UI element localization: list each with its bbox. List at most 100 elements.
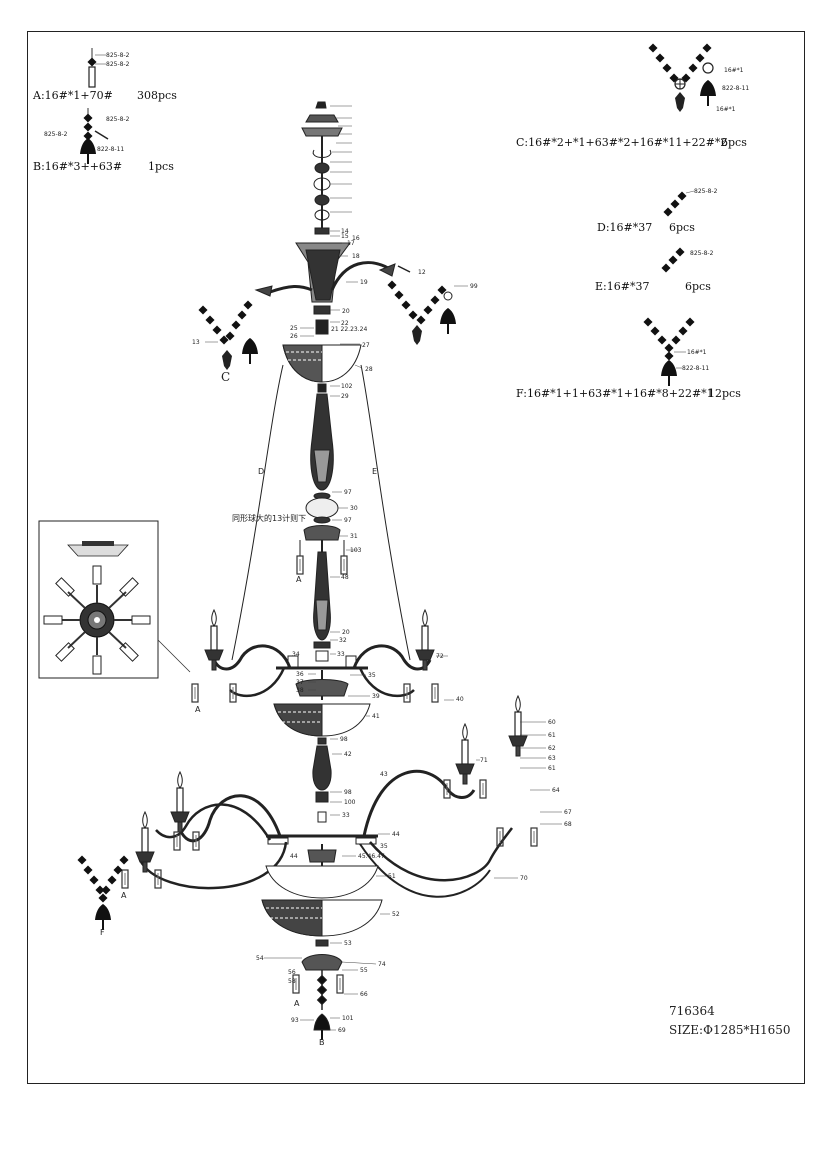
callout-74: 74: [378, 961, 386, 968]
callout-13: 13: [192, 339, 200, 346]
callout-36: 36: [296, 671, 304, 678]
callout-18: 18: [352, 253, 360, 260]
callout-52: 52: [392, 911, 400, 918]
callout-53: 53: [344, 940, 352, 947]
callout-69: 69: [338, 1027, 346, 1034]
callout-20b: 20: [342, 629, 350, 636]
callout-32: 32: [339, 637, 347, 644]
callout-101: 101: [342, 1015, 354, 1022]
part-f-qty: 12pcs: [708, 387, 741, 400]
part-f-tag-2: 822-8-11: [682, 365, 709, 372]
callout-61b: 61: [548, 765, 556, 772]
callout-102: 102: [341, 383, 353, 390]
part-f-spec: F:16#*1+1+63#*1+16#*8+22#*1: [516, 387, 714, 400]
detail-c: 16#*1 822-8-11 16#*1: [648, 43, 749, 113]
callout-35b: 35: [380, 843, 388, 850]
model-number: 716364: [669, 1004, 715, 1018]
callout-44b: 44: [290, 853, 298, 860]
part-b-tag-1: 825-8-2: [106, 116, 130, 123]
part-e-qty: 6pcs: [685, 280, 711, 293]
part-b-qty: 1pcs: [148, 160, 174, 173]
callout-28: 28: [365, 366, 373, 373]
callout-67: 67: [564, 809, 572, 816]
callout-34: 34: [292, 651, 300, 658]
part-f-tag-1: 16#*1: [687, 349, 707, 356]
callout-40: 40: [456, 696, 464, 703]
callout-33b: 33: [342, 812, 350, 819]
callout-63: 63: [548, 755, 556, 762]
part-c-spec: C:16#*2+*1+63#*2+16#*11+22#*2: [516, 136, 727, 149]
part-c-tag-3: 16#*1: [716, 106, 736, 113]
callout-12: 12: [418, 269, 426, 276]
chinese-note: 同形球大的13计则下: [232, 513, 306, 523]
callout-99: 99: [470, 283, 478, 290]
callout-43: 43: [380, 771, 388, 778]
callout-19: 19: [360, 279, 368, 286]
callout-39: 39: [372, 693, 380, 700]
callout-70: 70: [520, 875, 528, 882]
callout-45-47: 45.46.47: [358, 853, 385, 860]
leader-lines: [205, 105, 562, 1031]
letter-a-4: A: [294, 999, 300, 1008]
part-a-tag-2: 825-8-2: [106, 61, 130, 68]
callout-93: 93: [291, 1017, 299, 1024]
part-a-spec: A:16#*1+70#: [32, 89, 113, 102]
callout-37: 37: [296, 679, 304, 686]
callout-103: 103: [350, 547, 362, 554]
callout-58: 58: [288, 978, 296, 985]
callout-56: 56: [288, 969, 296, 976]
callout-64: 64: [552, 787, 560, 794]
callout-42: 42: [344, 751, 352, 758]
detail-e: 825-8-2: [661, 247, 714, 273]
detail-a: 825-8-2 825-8-2: [87, 48, 130, 88]
callout-35a: 35: [368, 672, 376, 679]
callout-97b: 97: [344, 517, 352, 524]
detail-b: 825-8-2 825-8-2 822-8-11: [44, 108, 130, 165]
chandelier: [121, 101, 538, 1041]
part-e-tag: 825-8-2: [690, 250, 714, 257]
letter-e: E: [372, 467, 377, 476]
callout-30: 30: [350, 505, 358, 512]
callout-62: 62: [548, 745, 556, 752]
callout-14: 14: [341, 228, 349, 235]
callout-98b: 98: [344, 789, 352, 796]
part-b-tag-2: 825-8-2: [44, 131, 68, 138]
part-b-spec: B:16#*3++63#: [33, 160, 122, 173]
callout-27: 27: [362, 342, 370, 349]
callout-numbers: 12 13 14 15 16 17 18 19 20 22 25 21 22.2…: [192, 228, 572, 1034]
part-a-tag-1: 825-8-2: [106, 52, 130, 59]
callout-29: 29: [341, 393, 349, 400]
detail-f: 16#*1 822-8-11: [643, 317, 709, 387]
callout-17: 17: [347, 240, 355, 247]
part-c-tag-1: 16#*1: [724, 67, 744, 74]
callout-44: 44: [392, 831, 400, 838]
part-b-tag-3: 822-8-11: [97, 146, 124, 153]
drawing-border: [27, 31, 805, 1084]
part-a-qty: 308pcs: [137, 89, 177, 102]
letter-a-2: A: [195, 705, 201, 714]
callout-98a: 98: [340, 736, 348, 743]
callout-55: 55: [360, 967, 368, 974]
part-e-spec: E:16#*37: [595, 280, 649, 293]
callout-51: 51: [388, 873, 396, 880]
callout-16: 16: [352, 235, 360, 242]
letter-c: C: [221, 370, 230, 384]
letter-f: F: [100, 928, 105, 937]
callout-48: 48: [341, 574, 349, 581]
callout-25: 25: [290, 325, 298, 332]
part-c-tag-2: 822-8-11: [722, 85, 749, 92]
part-d-qty: 6pcs: [669, 221, 695, 234]
part-d-spec: D:16#*37: [597, 221, 652, 234]
callout-38: 38: [296, 687, 304, 694]
callout-15: 15: [341, 233, 349, 240]
festoon-left: [198, 300, 259, 370]
detail-d: 825-8-2: [663, 188, 718, 217]
callout-41: 41: [372, 713, 380, 720]
size-label: SIZE:Φ1285*H1650: [669, 1023, 790, 1037]
callout-61: 61: [548, 732, 556, 739]
callout-21-24: 21 22.23.24: [331, 326, 367, 333]
letter-b: B: [319, 1038, 325, 1047]
letter-a-1: A: [296, 575, 302, 584]
part-d-tag: 825-8-2: [694, 188, 718, 195]
